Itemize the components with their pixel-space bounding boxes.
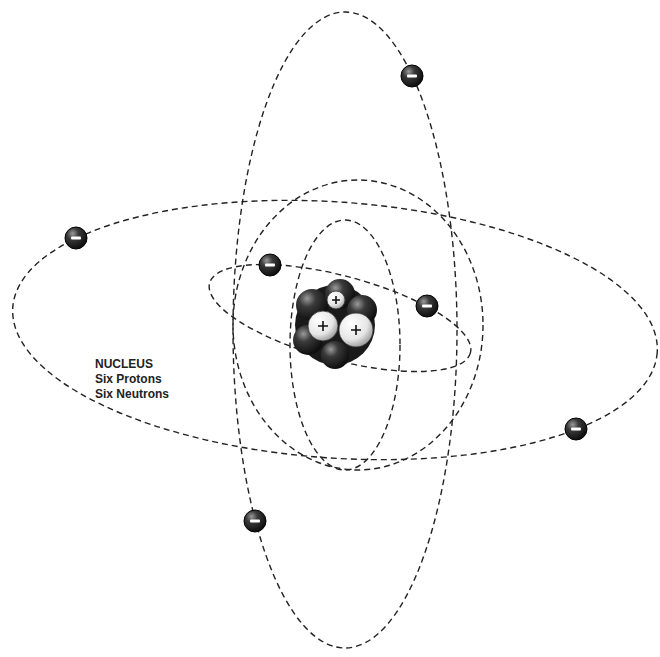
neutron bbox=[321, 341, 349, 369]
proton bbox=[308, 311, 338, 341]
inner-orbit bbox=[199, 242, 482, 393]
electron bbox=[401, 65, 423, 87]
proton bbox=[339, 313, 373, 347]
inner-orbit bbox=[290, 220, 400, 470]
electron bbox=[416, 295, 438, 317]
inner-orbit bbox=[233, 180, 483, 470]
nucleus-caption: NUCLEUS bbox=[95, 357, 169, 372]
orbit-paths bbox=[4, 12, 660, 648]
electron bbox=[259, 254, 281, 276]
electrons bbox=[65, 65, 587, 532]
nucleus-label: NUCLEUSSix ProtonsSix Neutrons bbox=[95, 357, 169, 402]
electron bbox=[65, 227, 87, 249]
nucleus bbox=[293, 279, 377, 369]
charge-signs bbox=[318, 296, 361, 335]
electron bbox=[565, 418, 587, 440]
proton bbox=[327, 291, 345, 309]
outer-orbit bbox=[4, 180, 660, 480]
outer-orbit bbox=[233, 12, 457, 648]
nucleus-caption: Six Protons bbox=[95, 372, 169, 387]
electron bbox=[244, 510, 266, 532]
nucleus-caption: Six Neutrons bbox=[95, 387, 169, 402]
